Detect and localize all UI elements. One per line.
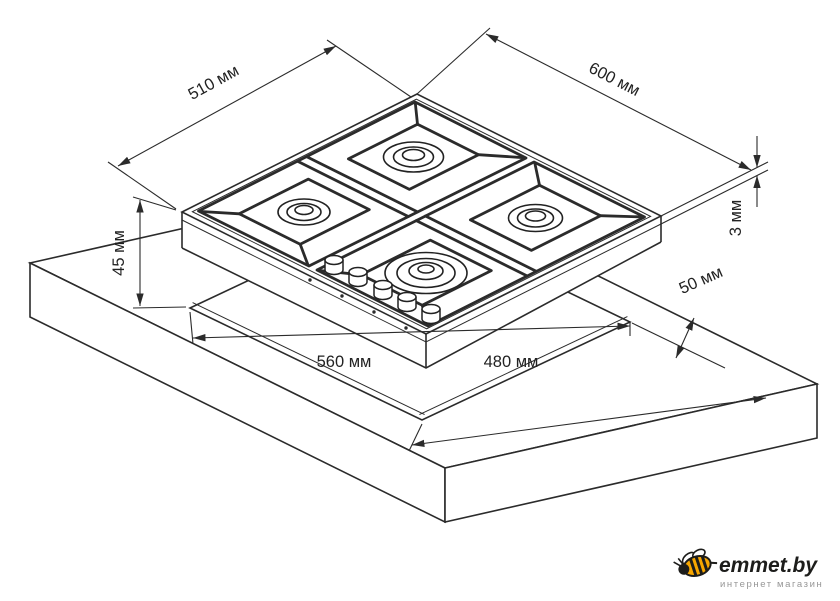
logo-brand-text: emmet.by	[719, 554, 818, 577]
dim-560-line	[192, 322, 631, 342]
dim-label-480: 480 мм	[484, 353, 539, 371]
dim-560: 560 мм	[189, 311, 631, 371]
dim-label-45: 45 мм	[110, 230, 128, 276]
knob-2	[348, 266, 368, 288]
dim-600-ext-1	[416, 27, 491, 95]
dim-480-line	[411, 395, 767, 448]
dim-50-line	[675, 317, 695, 359]
dim-510-line	[117, 45, 337, 167]
burner-back-right	[507, 203, 564, 233]
dim-45-ext-1	[132, 196, 177, 211]
dim-510-ext-2	[326, 39, 412, 98]
burner-back-left	[382, 141, 445, 173]
logo: emmet.by интернет магазин	[673, 548, 823, 590]
knob-1	[324, 254, 344, 276]
dim-600-ext-2	[660, 161, 769, 217]
knob-5	[421, 303, 441, 325]
dim-510-ext-1	[107, 161, 177, 210]
burner-front-left	[277, 198, 331, 226]
logo-tagline-text: интернет магазин	[720, 579, 823, 590]
knob-4	[397, 291, 417, 313]
bee-icon	[673, 548, 718, 578]
knob-3	[373, 279, 393, 301]
burner-front-right-wok	[384, 251, 468, 295]
dim-45-ext-2	[132, 306, 187, 309]
dim-label-510: 510 мм	[185, 62, 242, 104]
dim-label-600: 600 мм	[586, 59, 643, 100]
cutout-depth-edge-left	[192, 302, 425, 416]
dim-45: 45 мм	[110, 196, 187, 309]
dim-600-line	[485, 33, 752, 171]
dim-3: 3 мм	[660, 136, 769, 236]
control-knobs	[308, 254, 441, 330]
dim-label-50: 50 мм	[676, 263, 725, 298]
dim-label-560: 560 мм	[317, 353, 372, 371]
dim-label-3: 3 мм	[727, 200, 745, 236]
dim-480: 480 мм	[408, 353, 767, 452]
dim-560-ext-1	[189, 311, 194, 345]
hob-top-border	[191, 98, 652, 330]
dim-3-ext	[660, 169, 769, 225]
dimensions: 510 мм 600 мм 3 мм 45 мм 50 мм	[107, 27, 769, 452]
